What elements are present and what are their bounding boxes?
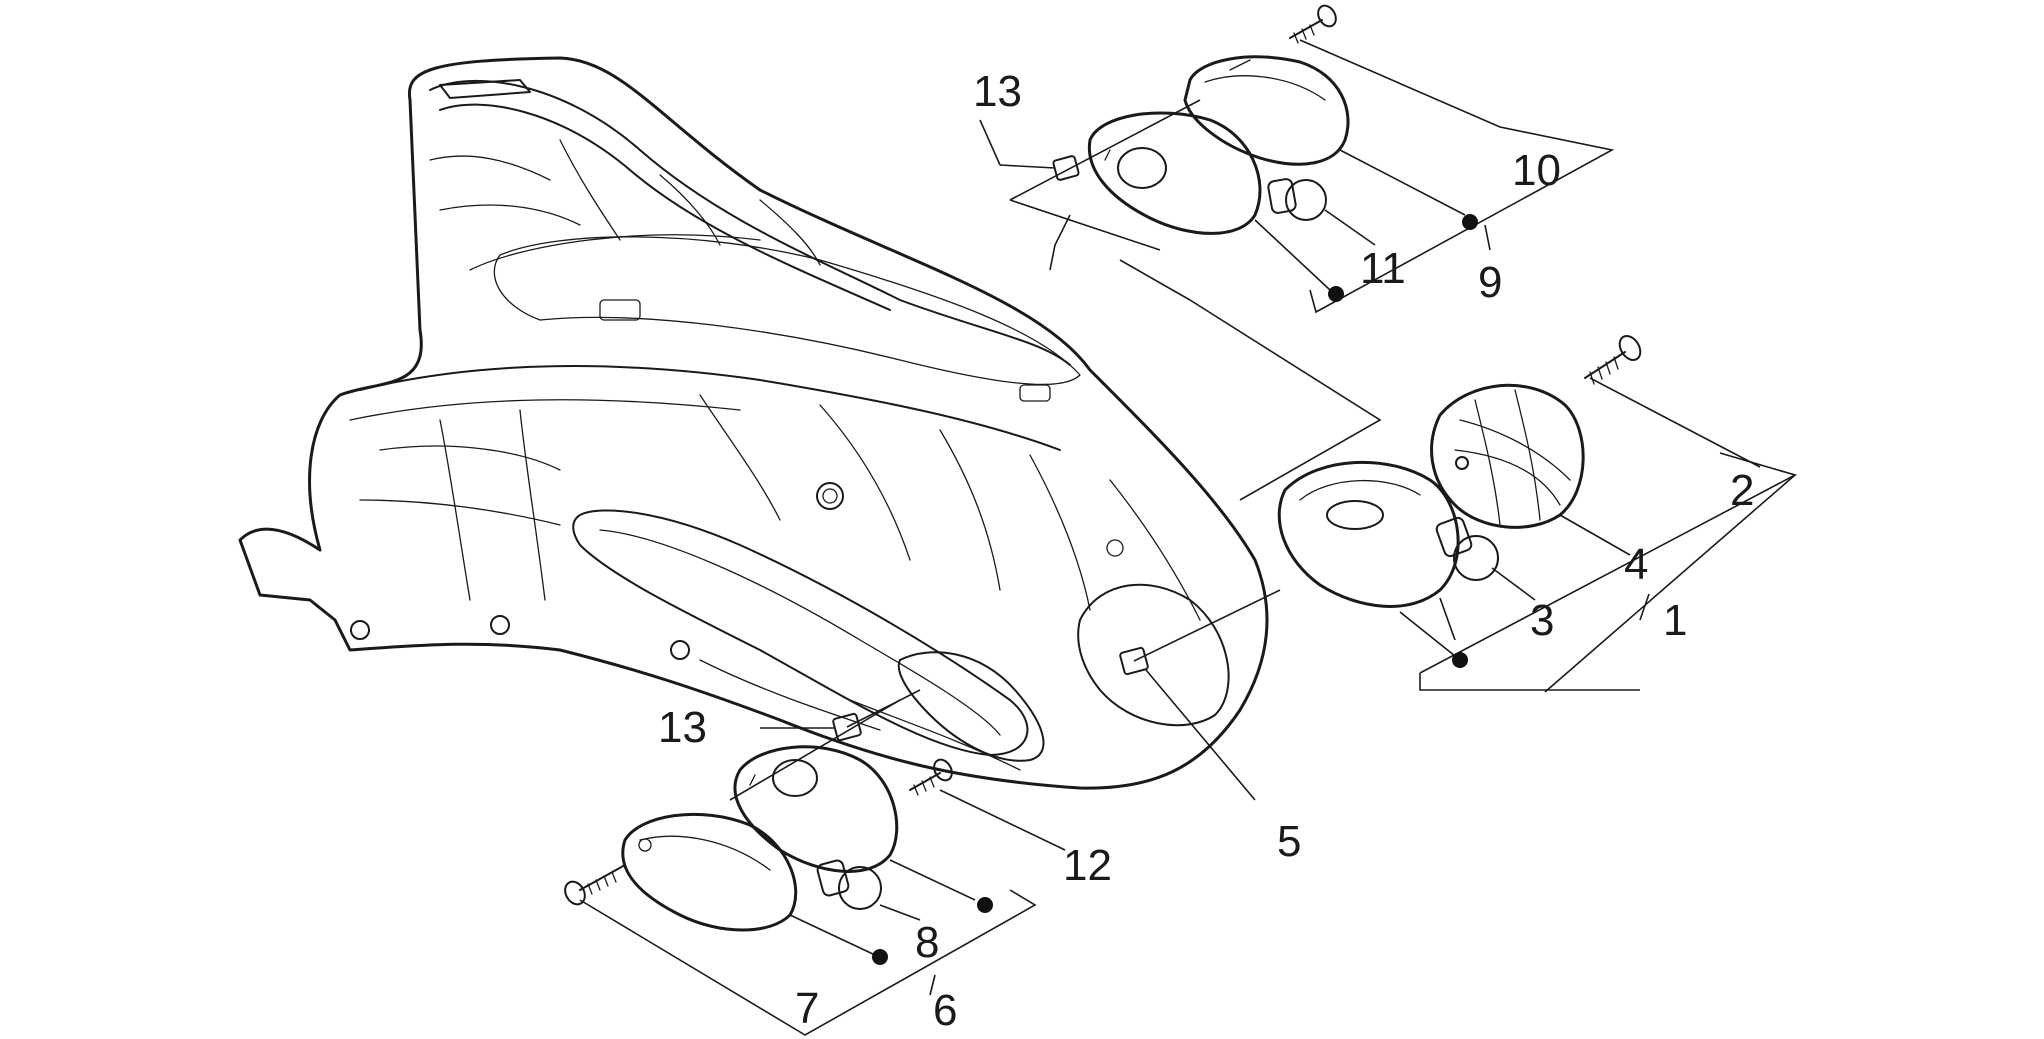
- body-screw-12: [909, 758, 953, 796]
- lower-group-bracket: [579, 889, 1037, 1036]
- callout-5: 5: [1277, 817, 1301, 866]
- callout-13-upper: 13: [973, 67, 1022, 116]
- callout-11: 11: [1360, 244, 1406, 293]
- callout-8: 8: [915, 918, 939, 967]
- callout-1: 1: [1663, 596, 1687, 645]
- right-bulb: [1435, 516, 1499, 581]
- front-shield-body: [238, 56, 1269, 790]
- upper-lamp-holder: [1087, 111, 1262, 235]
- right-lens: [1430, 383, 1585, 529]
- upper-group-bracket: [1009, 99, 1201, 201]
- lower-lens-screw: [564, 864, 626, 906]
- callout-10: 10: [1512, 146, 1561, 195]
- clip-nut-5: [1119, 646, 1149, 676]
- callout-9: 9: [1478, 258, 1502, 307]
- upper-lens: [1183, 55, 1350, 166]
- right-holder-socket: [1326, 500, 1384, 530]
- callout-7: 7: [795, 984, 819, 1033]
- upper-bulb: [1267, 178, 1327, 221]
- lower-lens: [621, 812, 798, 932]
- lower-left-turn-signal-group: [564, 689, 1066, 1036]
- callout-12: 12: [1063, 841, 1112, 890]
- upper-right-turn-signal-group: [979, 4, 1615, 501]
- callout-6: 6: [933, 986, 957, 1035]
- lower-bulb: [816, 859, 882, 910]
- clip-nut-13-upper: [1052, 155, 1080, 181]
- callout-3: 3: [1530, 596, 1554, 645]
- right-lens-screw: [1584, 334, 1642, 385]
- callout-4: 4: [1624, 540, 1648, 589]
- upper-lens-screw: [1289, 4, 1337, 44]
- callout-13-lower: 13: [658, 703, 707, 752]
- right-turn-signal-group: [1119, 334, 1798, 801]
- lower-lamp-holder: [733, 745, 899, 873]
- callout-labels: 1 2 3 4 5 6 7 8 9 10 11 12 13 13: [658, 67, 1754, 1035]
- right-lamp-holder: [1277, 460, 1460, 608]
- callout-2: 2: [1730, 466, 1754, 515]
